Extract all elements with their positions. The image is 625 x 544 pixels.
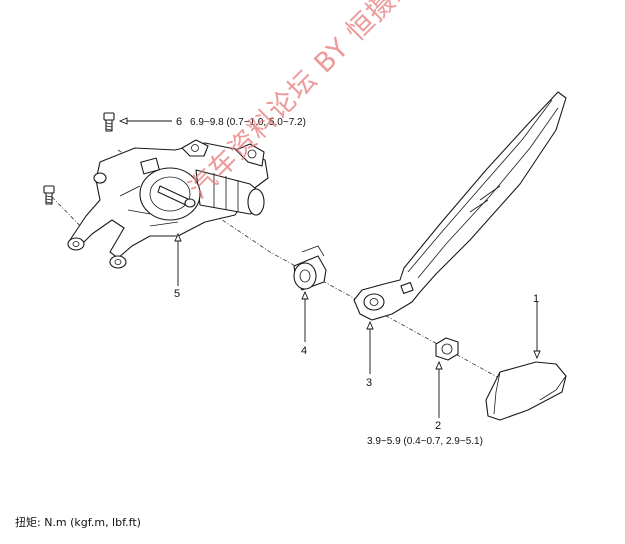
bolt-left bbox=[43, 185, 55, 205]
bolt-part-6 bbox=[103, 112, 115, 132]
cover-cap-part-1 bbox=[485, 361, 567, 421]
callout-2-torque: 3.9~5.9 (0.4~0.7, 2.9~5.1) bbox=[367, 436, 483, 447]
callout-3-number: 3 bbox=[366, 377, 372, 389]
callout-5-number: 5 bbox=[174, 288, 180, 300]
torque-units-note: 扭矩: N.m (kgf.m, lbf.ft) bbox=[15, 516, 141, 529]
nut-part-2 bbox=[435, 337, 459, 361]
callout-1-number: 1 bbox=[533, 293, 539, 305]
wiper-motor-part-5 bbox=[67, 139, 269, 269]
wiper-arm-part-3 bbox=[353, 91, 567, 321]
callout-4-number: 4 bbox=[301, 345, 307, 357]
callout-6-torque: 6.9~9.8 (0.7~1.0, 5.0~7.2) bbox=[190, 117, 306, 128]
callout-leaders bbox=[118, 117, 541, 418]
callout-6-number: 6 bbox=[176, 116, 182, 128]
grommet-part-4 bbox=[293, 245, 327, 291]
callout-2-number: 2 bbox=[435, 420, 441, 432]
